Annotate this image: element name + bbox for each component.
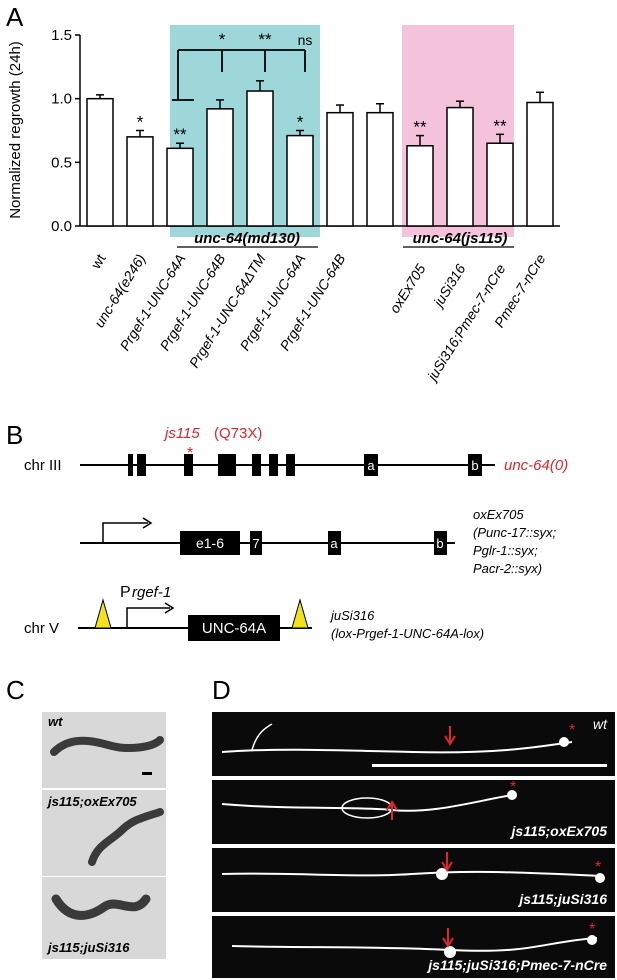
lox-site-left	[94, 598, 112, 629]
exon	[184, 454, 193, 476]
construct-exon-b	[434, 531, 447, 555]
svg-text:*: *	[595, 859, 601, 876]
insert-promoter-arrow	[126, 607, 170, 628]
exon	[218, 454, 236, 476]
panel-a-letter: A	[6, 2, 24, 32]
comparison-mark-1: *	[219, 30, 226, 49]
y-tick-label: 0.0	[51, 218, 72, 235]
micrograph-juSi316: * js115;juSi316	[212, 848, 615, 912]
micrograph-juSi316-nCre: * js115;juSi316;Pmec-7-nCre	[212, 916, 615, 978]
group-label-js115: unc-64(js115)	[413, 230, 508, 247]
significance-mark: *	[137, 113, 144, 132]
worm-image-oxEx705: js115;oxEx705	[42, 790, 166, 876]
mutation-star: *	[187, 445, 193, 462]
panel-d-letter: D	[212, 675, 231, 705]
panel-b-letter: B	[6, 420, 24, 450]
worm-image-wt: wt	[42, 712, 166, 788]
y-tick-label: 1.0	[51, 91, 72, 108]
construct-exon-a	[328, 531, 341, 555]
exon-b-label: b	[471, 458, 478, 473]
bar	[526, 101, 554, 227]
construct-line-1: oxEx705	[473, 507, 524, 522]
worm-label: js115;juSi316	[48, 940, 130, 955]
insert-label: UNC-64A	[202, 620, 266, 637]
bar	[446, 106, 474, 227]
worm-image-juSi316: js115;juSi316	[42, 877, 166, 959]
exon-block-e1-6	[180, 531, 240, 555]
x-tick-label: Prgef-1-UNC-64ΔTM	[186, 251, 269, 371]
x-tick-label: oxEx705	[386, 261, 429, 316]
exon	[252, 454, 261, 476]
bar	[326, 111, 354, 227]
construct-line-2: (Punc-17::syx;	[473, 525, 556, 540]
construct-exon-b-label: b	[436, 536, 443, 551]
x-tick-label: Pmec-7-nCre	[491, 251, 549, 330]
significance-mark: **	[173, 125, 187, 144]
comparison-mark-ns: ns	[298, 32, 313, 48]
svg-text:*: *	[569, 722, 575, 739]
svg-text:*: *	[510, 780, 516, 796]
exon	[137, 454, 146, 476]
construct-exon-a-label: a	[330, 536, 338, 551]
bar	[406, 145, 434, 227]
micrograph-label: wt	[593, 716, 607, 732]
micrograph-label: js115;oxEx705	[511, 823, 607, 839]
chr3-label: chr III	[24, 457, 62, 474]
construct-line-3: Pglr-1::syx;	[473, 543, 538, 558]
exon-a-label: a	[367, 458, 375, 473]
bar	[206, 108, 234, 227]
chr3-allele-label: unc-64(0)	[504, 457, 568, 474]
exon	[128, 454, 133, 476]
promoter-name: rgef-1	[132, 584, 171, 601]
insert-promoter-arrowhead	[164, 602, 175, 614]
promoter-arrowhead	[142, 517, 153, 529]
worm-label: js115;oxEx705	[48, 794, 137, 809]
exon-7	[250, 531, 262, 555]
significance-mark: *	[297, 113, 304, 132]
significance-mark: **	[493, 116, 507, 135]
worm-label: wt	[48, 714, 63, 729]
bar	[366, 111, 394, 227]
panel-c-letter: C	[6, 675, 25, 705]
svg-text:*: *	[589, 921, 595, 938]
micrograph-label: js115;juSi316	[519, 891, 607, 907]
promoter-p-label: P	[120, 584, 131, 601]
significance-mark: **	[413, 118, 427, 137]
exon	[269, 454, 278, 476]
y-tick-label: 1.5	[51, 27, 72, 44]
x-tick-label: juSi316	[429, 261, 468, 311]
insert-line-1: juSi316	[329, 608, 375, 623]
exon-block-label: e1-6	[196, 535, 224, 551]
insert-line-2: (lox-Prgef-1-UNC-64A-lox)	[331, 626, 484, 641]
chr5-label: chr V	[24, 620, 59, 637]
exon-a	[364, 454, 378, 476]
bar	[126, 136, 154, 227]
micrograph-oxEx705: * js115;oxEx705	[212, 780, 615, 844]
exon	[286, 454, 295, 476]
bar	[166, 147, 194, 227]
x-tick-label: wt	[87, 251, 109, 272]
y-axis-label: Normalized regrowth (24h)	[7, 41, 24, 219]
promoter-arrow	[102, 522, 148, 543]
exon-7-label: 7	[252, 536, 259, 551]
regrowth-bar-chart: Normalized regrowth (24h) 0.00.51.01.5**…	[7, 25, 560, 385]
comparison-bracket	[172, 49, 306, 101]
unc-64a-insert	[188, 615, 280, 641]
comparison-mark-2: **	[258, 30, 272, 49]
bar	[486, 142, 514, 227]
bar	[246, 90, 274, 227]
mutation-label: js115	[163, 425, 200, 442]
exon-b	[468, 454, 482, 476]
group-label-md130: unc-64(md130)	[194, 230, 300, 247]
lox-site-right	[291, 598, 309, 629]
micrograph-wt: * wt	[212, 712, 615, 776]
gene-structure-diagram: js115 (Q73X) * chr III a b unc-64(0) e1-…	[24, 425, 568, 641]
micrograph-label: js115;juSi316;Pmec-7-nCre	[428, 957, 607, 973]
bar	[86, 97, 114, 227]
y-tick-label: 0.5	[51, 154, 72, 171]
bar	[286, 134, 314, 227]
construct-line-4: Pacr-2::syx)	[473, 561, 542, 576]
mutation-detail: (Q73X)	[214, 425, 262, 442]
